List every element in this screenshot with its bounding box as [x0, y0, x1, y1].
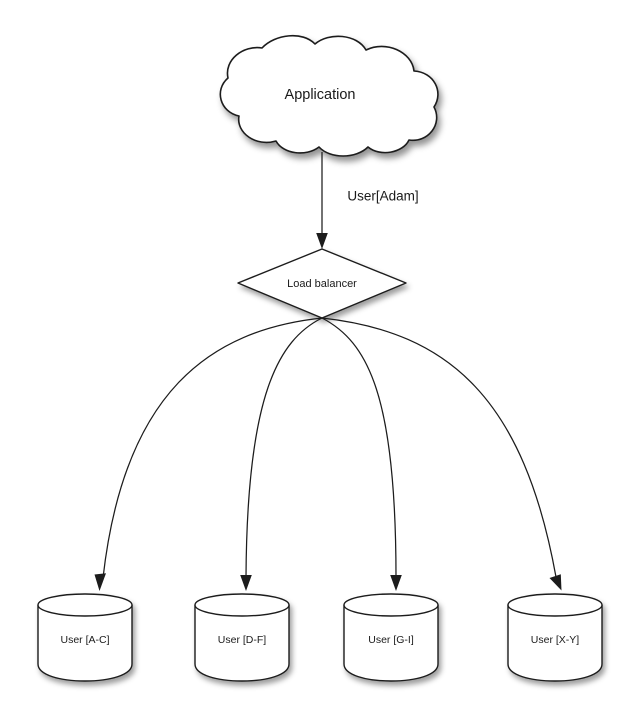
- edge-curve: [321, 317, 397, 578]
- load-balancer-label: Load balancer: [287, 278, 357, 290]
- edge-curve: [245, 317, 323, 578]
- arrow-head-icon: [240, 575, 252, 591]
- node-application[interactable]: Application: [219, 34, 439, 157]
- database-cylinder-icon: [37, 593, 133, 682]
- cloud-icon: [219, 34, 439, 157]
- database-label: User [D-F]: [218, 634, 266, 646]
- arrow-head-icon: [94, 573, 106, 591]
- edge-load-balancer-to-db-4: [321, 317, 562, 591]
- edge-load-balancer-to-db-1: [94, 317, 323, 591]
- edge-label-user-adam: User[Adam]: [347, 189, 418, 204]
- database-cylinder-icon: [343, 593, 439, 682]
- edge-load-balancer-to-db-3: [321, 317, 402, 591]
- arrow-head-icon: [390, 575, 402, 591]
- arrow-head-icon: [316, 233, 328, 249]
- edge-curve: [321, 317, 557, 578]
- node-database-2[interactable]: User [D-F]: [194, 593, 290, 682]
- node-database-3[interactable]: User [G-I]: [343, 593, 439, 682]
- database-label: User [G-I]: [368, 634, 414, 646]
- node-database-1[interactable]: User [A-C]: [37, 593, 133, 682]
- edge-application-to-load-balancer: User[Adam]: [316, 152, 419, 249]
- database-label: User [A-C]: [60, 634, 109, 646]
- edge-load-balancer-to-db-2: [240, 317, 323, 591]
- database-cylinder-icon: [507, 593, 603, 682]
- arrow-head-icon: [549, 574, 562, 591]
- node-database-4[interactable]: User [X-Y]: [507, 593, 603, 682]
- database-label: User [X-Y]: [531, 634, 580, 646]
- application-label: Application: [285, 87, 356, 103]
- node-load-balancer[interactable]: Load balancer: [237, 248, 407, 319]
- edge-curve: [102, 317, 323, 579]
- database-cylinder-icon: [194, 593, 290, 682]
